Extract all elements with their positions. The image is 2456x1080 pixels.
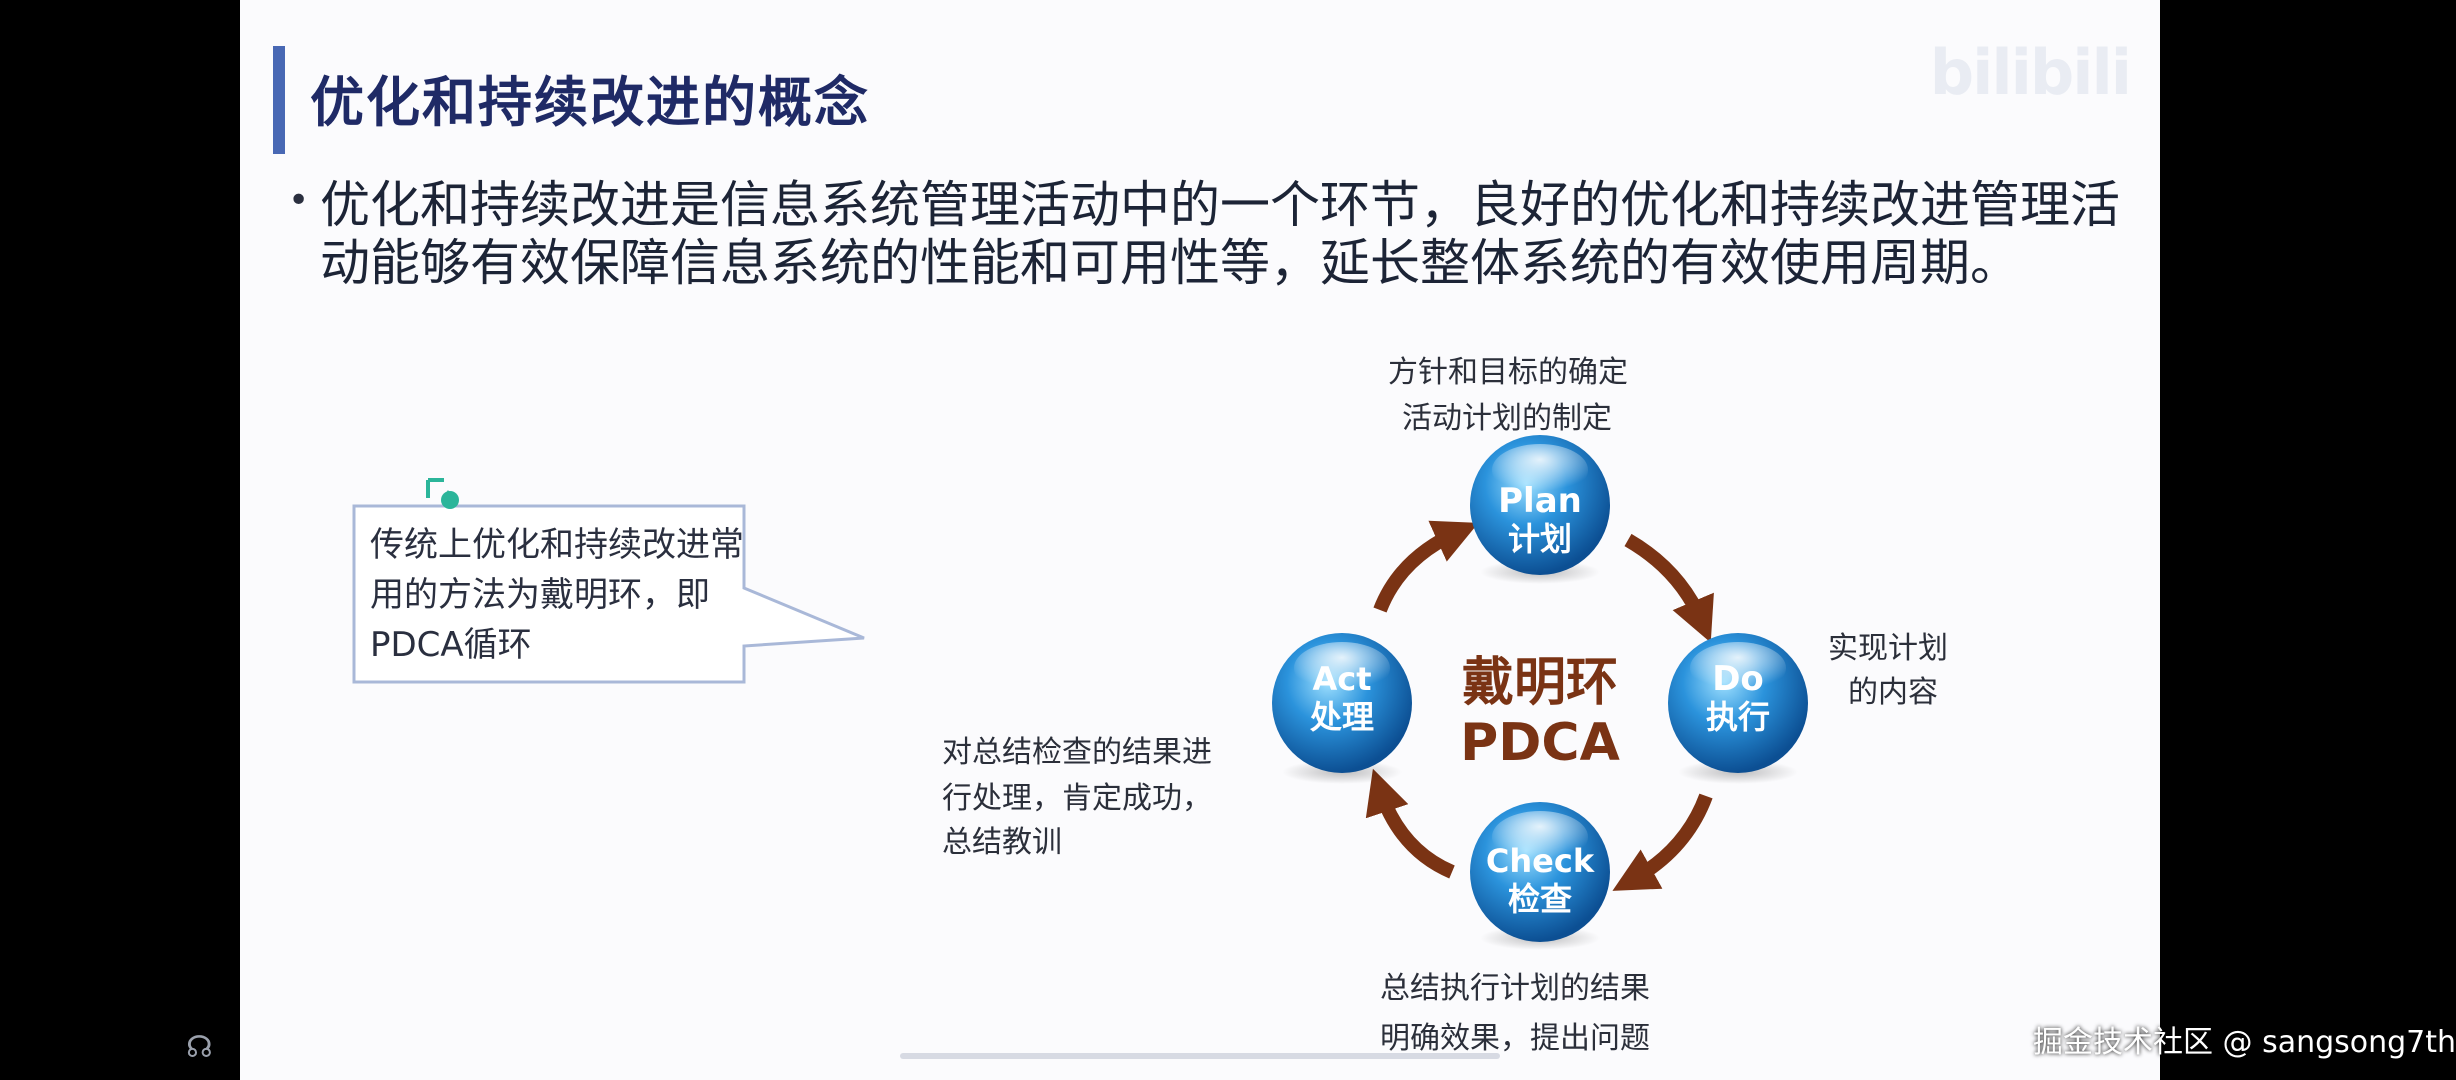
callout-shape — [352, 504, 865, 684]
community-icon[interactable]: ☊ — [186, 1030, 213, 1065]
title-accent-bar — [273, 46, 285, 154]
slide: 优化和持续改进的概念 bilibili • 优化和持续改进是信息系统管理活动中的… — [240, 0, 2160, 1080]
plan-desc-line2: 活动计划的制定 — [1402, 401, 1612, 436]
act-desc-line2: 行处理，肯定成功， — [942, 781, 1212, 816]
arrow-act-to-plan — [1373, 520, 1479, 613]
pdca-diagram: Plan 计划 Do 执行 Check 检查 Act — [1272, 435, 1808, 950]
do-en-label: Do — [1712, 659, 1764, 699]
pdca-center-title: 戴明环 — [1462, 653, 1618, 713]
plan-zh-label: 计划 — [1508, 520, 1572, 558]
arrow-do-to-check — [1612, 793, 1713, 891]
bilibili-watermark-logo: bilibili — [1929, 36, 2132, 109]
check-ball: Check 检查 — [1470, 802, 1610, 950]
act-zh-label: 处理 — [1309, 698, 1374, 736]
callout-text: 传统上优化和持续改进常用的方法为戴明环，即PDCA循环 — [370, 525, 744, 665]
check-en-label: Check — [1486, 842, 1595, 880]
act-desc-line1: 对总结检查的结果进 — [942, 735, 1212, 770]
credit-watermark: 掘金技术社区 @ sangsong7th — [2033, 1025, 2456, 1060]
act-desc-line3: 总结教训 — [942, 825, 1062, 860]
act-ball: Act 处理 — [1272, 633, 1412, 784]
plan-desc-line1: 方针和目标的确定 — [1388, 355, 1628, 390]
arrow-plan-to-do — [1624, 533, 1714, 643]
do-zh-label: 执行 — [1706, 698, 1770, 736]
bullet-dot-icon: • — [288, 180, 310, 221]
check-zh-label: 检查 — [1508, 880, 1572, 918]
pdca-center-subtitle: PDCA — [1460, 713, 1620, 773]
arrow-check-to-act — [1365, 768, 1455, 879]
do-desc-line1: 实现计划 — [1828, 631, 1948, 666]
plan-en-label: Plan — [1498, 481, 1582, 521]
do-desc-line2: 的内容 — [1848, 675, 1938, 710]
check-desc-line1: 总结执行计划的结果 — [1380, 971, 1650, 1006]
cursor-icon — [426, 478, 459, 509]
plan-ball: Plan 计划 — [1470, 435, 1610, 584]
bullet-text: 优化和持续改进是信息系统管理活动中的一个环节，良好的优化和持续改进管理活动能够有… — [320, 176, 2120, 292]
check-desc-line2: 明确效果，提出问题 — [1380, 1021, 1650, 1056]
video-progress-track[interactable] — [900, 1053, 1500, 1059]
act-en-label: Act — [1312, 660, 1371, 698]
slide-title: 优化和持续改进的概念 — [310, 71, 870, 134]
do-ball: Do 执行 — [1668, 633, 1808, 784]
callout-box: 传统上优化和持续改进常用的方法为戴明环，即PDCA循环 — [350, 498, 986, 692]
